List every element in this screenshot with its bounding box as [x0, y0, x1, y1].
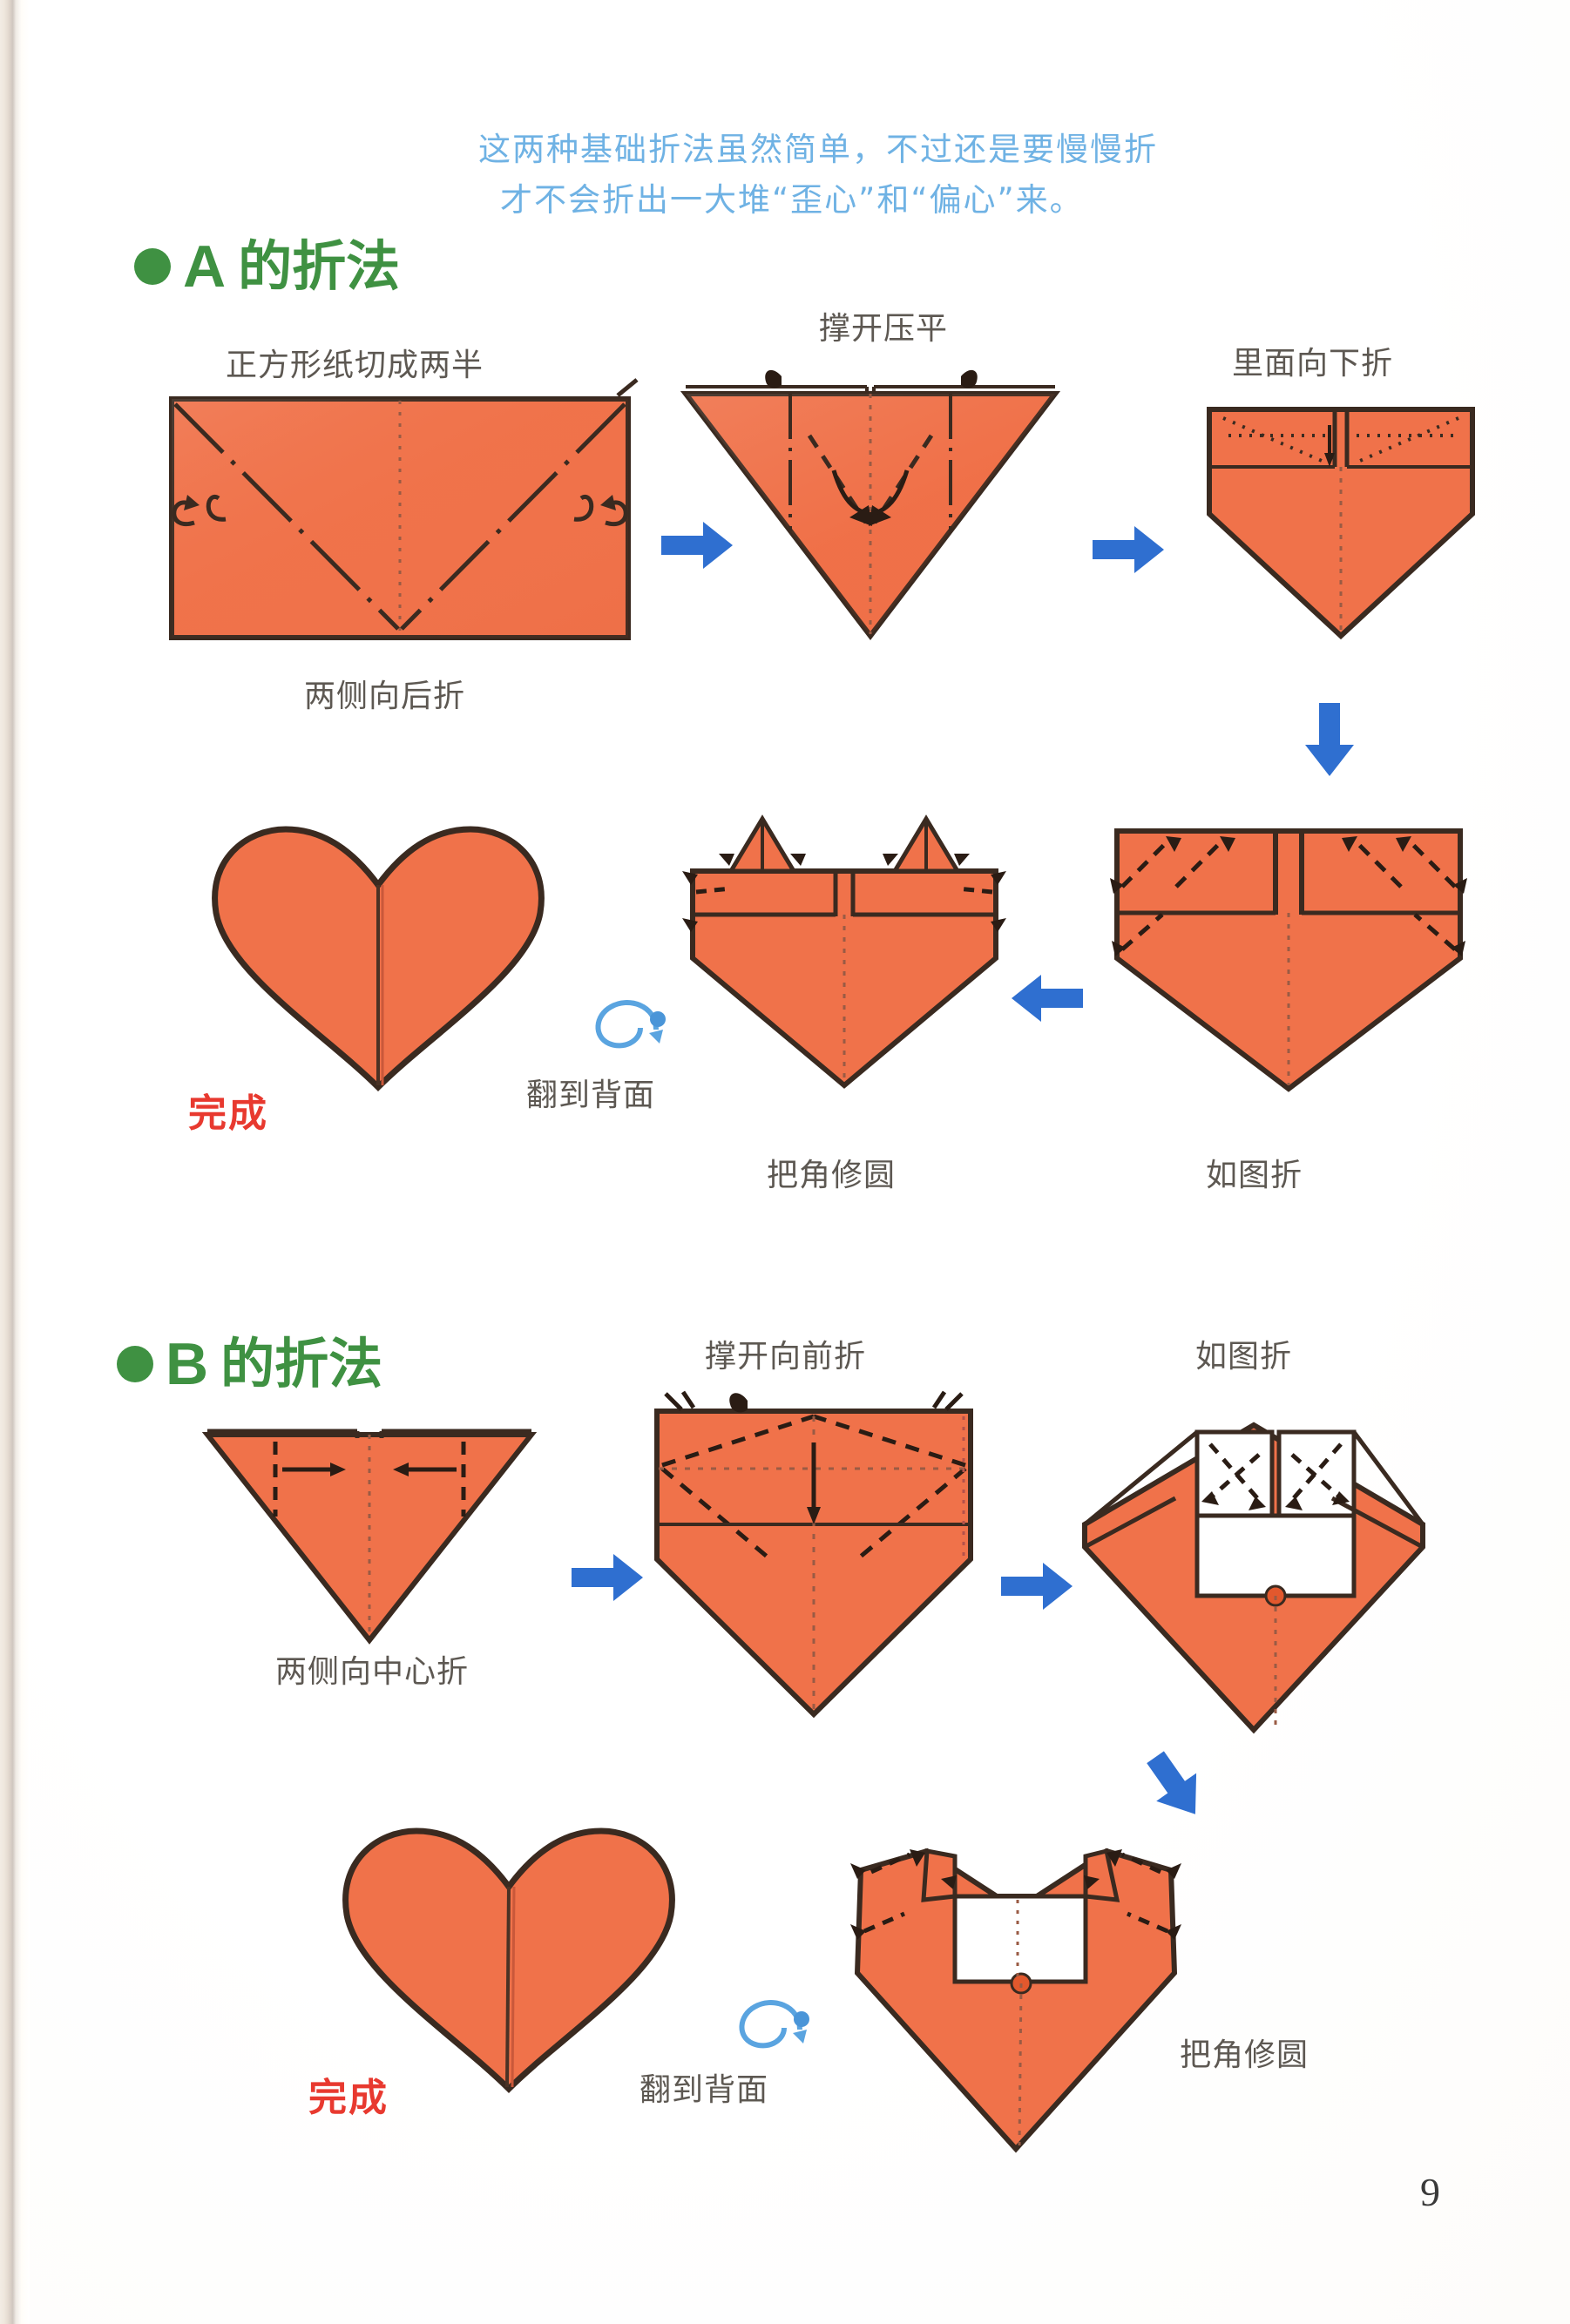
book-page: 这两种基础折法虽然简单，不过还是要慢慢折 才不会折出一大堆“歪心”和“偏心”来。… [30, 0, 1570, 2324]
caption-b-flip: 翻到背面 [640, 2072, 769, 2108]
flip-over-loop-icon-b [709, 1995, 814, 2062]
caption-a1-top: 正方形纸切成两半 [226, 348, 484, 383]
figure-b-step2 [640, 1385, 988, 1733]
caption-a4-bottom: 如图折 [1206, 1158, 1303, 1193]
arrow-b-1to2 [570, 1550, 645, 1609]
caption-b3-top: 如图折 [1195, 1339, 1293, 1375]
caption-a3-top: 里面向下折 [1232, 346, 1394, 382]
intro-line-1: 这两种基础折法虽然简单，不过还是要慢慢折 [478, 131, 1158, 168]
caption-a-flip: 翻到背面 [526, 1078, 656, 1113]
caption-b2-top: 撑开向前折 [705, 1339, 867, 1375]
arrow-b-3to4 [1132, 1742, 1219, 1834]
arrow-a-1to2 [660, 518, 734, 577]
figure-a-step3 [1197, 383, 1485, 645]
figure-a-step1 [165, 378, 653, 653]
section-b-title-text: 的折法 [220, 1332, 383, 1395]
caption-a2-top: 撑开压平 [819, 311, 949, 347]
caption-b5-done: 完成 [308, 2076, 389, 2120]
figure-a-step4 [1101, 810, 1476, 1098]
section-a-title: A 的折法 [134, 237, 400, 296]
flip-over-loop-icon [565, 995, 670, 1062]
figure-a-step2 [679, 369, 1062, 653]
section-b-title: B 的折法 [117, 1334, 382, 1394]
figure-a-step6-heart [195, 810, 561, 1098]
scan-edge-highlight [21, 0, 30, 2324]
figure-a-step5 [679, 801, 1010, 1098]
section-a-letter: A [183, 233, 227, 300]
section-b-letter: B [166, 1331, 209, 1397]
figure-b-step1 [195, 1415, 544, 1651]
caption-b4-bottom: 把角修圆 [1180, 2037, 1309, 2073]
section-a-title-text: 的折法 [238, 234, 401, 298]
page-background: 这两种基础折法虽然简单，不过还是要慢慢折 才不会折出一大堆“歪心”和“偏心”来。… [30, 0, 1570, 2324]
arrow-a-2to3 [1091, 523, 1166, 581]
page-number: 9 [1420, 2170, 1440, 2214]
bullet-dot-icon [134, 248, 171, 285]
caption-b1-bottom: 两侧向中心折 [275, 1654, 470, 1690]
caption-a1-bottom: 两侧向后折 [304, 679, 466, 714]
scan-edge-shadow [0, 0, 23, 2324]
arrow-a-4to5 [1010, 971, 1085, 1030]
intro-line-2: 才不会折出一大堆“歪心”和“偏心”来。 [500, 181, 1084, 219]
caption-a5-bottom: 把角修圆 [767, 1158, 897, 1193]
arrow-a-3to4 [1302, 701, 1357, 782]
figure-b-step4 [822, 1816, 1206, 2165]
figure-b-step5-heart [326, 1812, 692, 2099]
bullet-dot-icon-b [117, 1346, 153, 1382]
arrow-b-2to3 [999, 1559, 1074, 1618]
caption-a6-done: 完成 [188, 1091, 268, 1136]
figure-b-step3 [1071, 1394, 1437, 1742]
